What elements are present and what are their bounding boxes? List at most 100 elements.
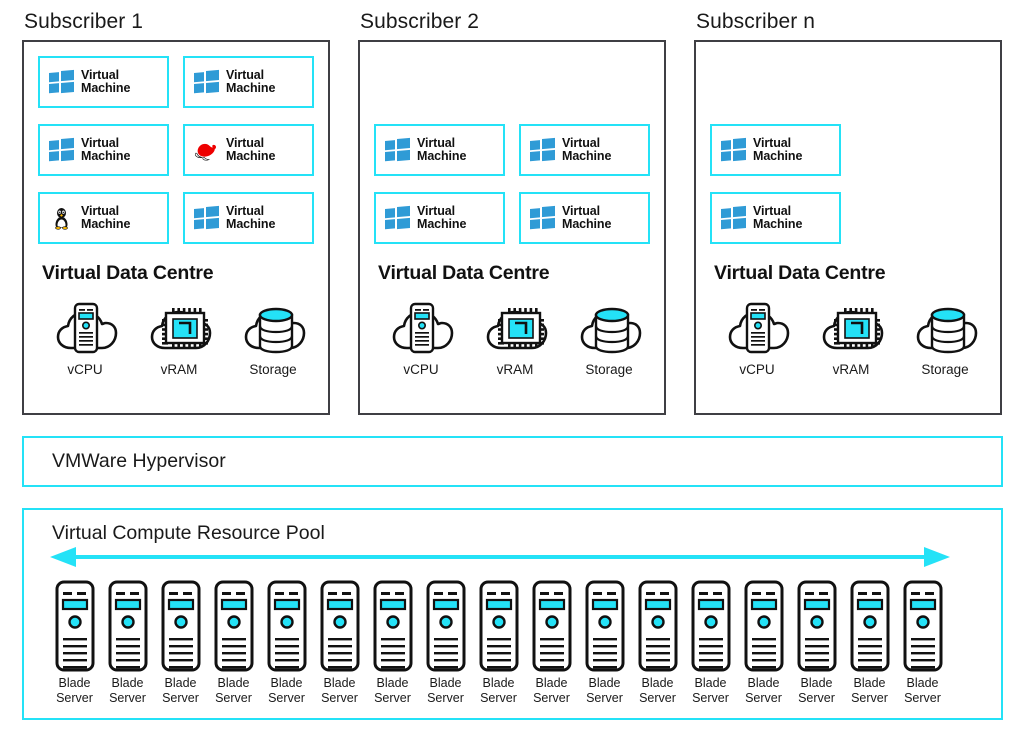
blade-server-icon bbox=[320, 580, 360, 672]
virtual-data-centre-title: Virtual Data Centre bbox=[714, 262, 886, 284]
vdc-resource-label: Storage bbox=[249, 362, 297, 377]
redhat-logo-icon bbox=[194, 138, 219, 163]
blade-label-line1: Blade bbox=[270, 676, 303, 690]
vdc-resource-vcpu: vCPU bbox=[374, 295, 468, 377]
blade-server-icon bbox=[267, 580, 307, 672]
blade-label-line2: Server bbox=[798, 691, 835, 705]
windows-logo-icon bbox=[530, 205, 555, 231]
vm-label-line2: Machine bbox=[226, 217, 276, 231]
vcpu-cloud-icon bbox=[374, 295, 468, 361]
blade-label-line1: Blade bbox=[164, 676, 197, 690]
vm-slot-empty bbox=[374, 56, 505, 108]
subscriber-title-3: Subscriber n bbox=[696, 10, 816, 33]
blade-label-line1: Blade bbox=[217, 676, 250, 690]
vdc-resource-label: vRAM bbox=[496, 362, 534, 377]
vcpu-cloud-icon bbox=[38, 295, 132, 361]
blade-label-line2: Server bbox=[427, 691, 464, 705]
vm-label-line2: Machine bbox=[417, 149, 467, 163]
vdc-resource-label: vCPU bbox=[739, 362, 775, 377]
blade-server-icon bbox=[797, 580, 837, 672]
windows-logo-icon bbox=[49, 69, 74, 95]
blade-label-line2: Server bbox=[162, 691, 199, 705]
windows-logo-icon bbox=[385, 137, 410, 163]
vram-cloud-icon bbox=[132, 295, 226, 361]
blade-label-line1: Blade bbox=[376, 676, 409, 690]
double-headed-arrow-icon bbox=[50, 546, 950, 568]
vm-slot-empty bbox=[855, 192, 986, 244]
blade-label-line1: Blade bbox=[853, 676, 886, 690]
vm-label-line2: Machine bbox=[81, 81, 131, 95]
subscriber-title-1: Subscriber 1 bbox=[24, 10, 144, 33]
blade-server-icon bbox=[161, 580, 201, 672]
windows-logo-icon bbox=[530, 137, 555, 163]
resource-pool-title: Virtual Compute Resource Pool bbox=[52, 522, 325, 544]
blade-label-line2: Server bbox=[374, 691, 411, 705]
vm-slot-empty bbox=[855, 124, 986, 176]
blade-label-line2: Server bbox=[56, 691, 93, 705]
vm-label-line2: Machine bbox=[753, 217, 803, 231]
vm-label-line2: Machine bbox=[753, 149, 803, 163]
vm-label-line2: Machine bbox=[226, 149, 276, 163]
vdc-resource-label: vRAM bbox=[832, 362, 870, 377]
vdc-resource-vcpu: vCPU bbox=[38, 295, 132, 377]
blade-label-line2: Server bbox=[533, 691, 570, 705]
blade-label-line2: Server bbox=[586, 691, 623, 705]
blade-label-line2: Server bbox=[639, 691, 676, 705]
vm-label-line1: Virtual bbox=[81, 203, 119, 218]
vram-cloud-icon bbox=[468, 295, 562, 361]
vm-label-line1: Virtual bbox=[562, 135, 600, 150]
vm-label-line1: Virtual bbox=[417, 135, 455, 150]
vdc-resource-storage: Storage bbox=[226, 295, 320, 377]
windows-logo-icon bbox=[194, 69, 219, 95]
vdc-resource-vram: vRAM bbox=[468, 295, 562, 377]
blade-server-icon bbox=[903, 580, 943, 672]
windows-logo-icon bbox=[385, 205, 410, 231]
vdc-resource-label: vRAM bbox=[160, 362, 198, 377]
